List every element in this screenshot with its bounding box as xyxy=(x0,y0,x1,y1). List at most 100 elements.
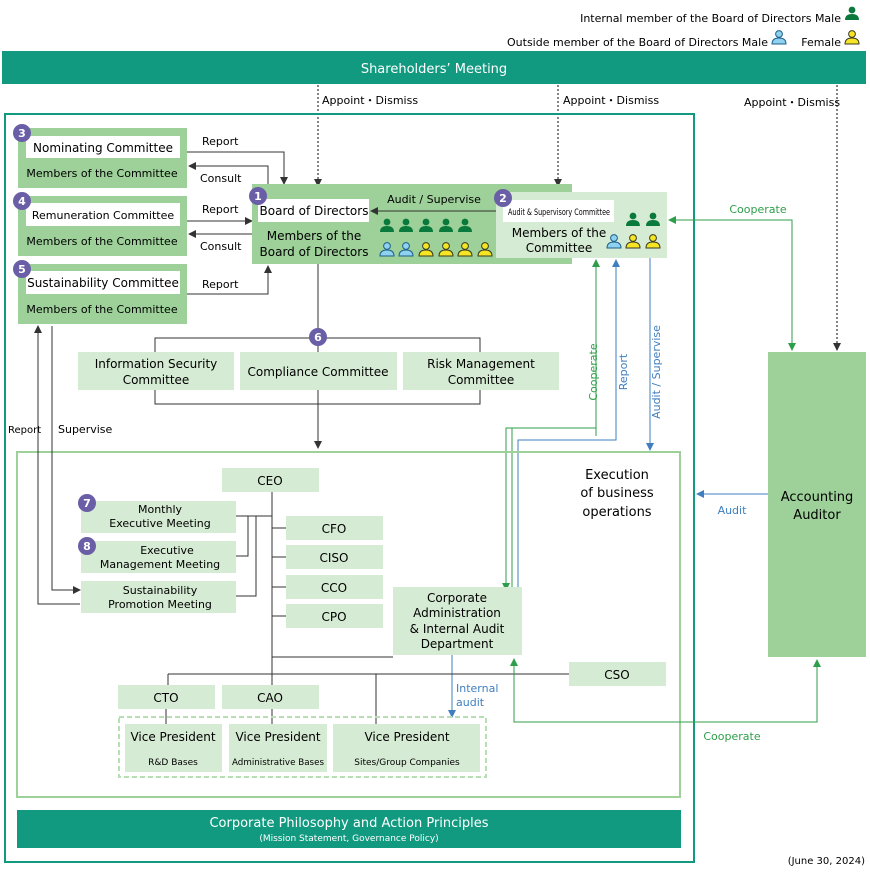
green-person-icon xyxy=(845,6,859,20)
shareholders-meeting-box xyxy=(2,51,866,84)
cto-label: CTO xyxy=(153,691,178,705)
internal-audit-label2: audit xyxy=(456,696,485,709)
left-report-label: Report xyxy=(8,425,41,436)
sus-promo-line1: Sustainability xyxy=(123,584,198,597)
info-security-line1: Information Security xyxy=(95,357,218,371)
ceo-label: CEO xyxy=(257,474,282,488)
sustainability-title-box xyxy=(26,271,180,294)
blue-person-icon xyxy=(771,30,787,45)
badge-7-label: 7 xyxy=(83,497,91,510)
execution-line2: of business xyxy=(580,486,654,501)
board-members-line1: Members of the xyxy=(267,229,362,243)
execution-line1: Execution xyxy=(585,468,649,483)
cooperate-arrow-to-committee xyxy=(668,216,793,350)
nominating-report-label: Report xyxy=(202,135,239,148)
corporate-admin-dept-box xyxy=(393,587,522,655)
philosophy-sub: (Mission Statement, Governance Policy) xyxy=(259,834,438,844)
appoint-label-audit: Appoint・Dismiss xyxy=(563,94,659,107)
badge-1 xyxy=(249,187,267,205)
vp-group-frame xyxy=(118,716,487,778)
vp-rd-sub: R&D Bases xyxy=(148,758,198,768)
compliance-committee-label: Compliance Committee xyxy=(247,365,388,379)
audit-supervise-board-label: Audit / Supervise xyxy=(387,193,481,206)
badge-1-label: 1 xyxy=(254,190,262,203)
execution-frame xyxy=(16,451,681,798)
audit-supervise-label-vertical: Audit / Supervise xyxy=(650,325,663,419)
board-title-box xyxy=(258,199,369,222)
left-supervise-label: Supervise xyxy=(58,423,113,436)
corp-admin-line2: Administration xyxy=(413,606,501,620)
cpo-box xyxy=(286,604,383,628)
board-title: Board of Directors xyxy=(260,204,369,218)
sustainability-promotion-meeting-box xyxy=(81,581,236,613)
vp-admin-title: Vice President xyxy=(235,730,320,744)
executive-management-meeting-box xyxy=(81,541,236,573)
badge-6-label: 6 xyxy=(314,331,322,344)
exec-mgmt-line1: Executive xyxy=(140,544,194,557)
cooperate-label-top: Cooperate xyxy=(729,203,786,216)
corp-admin-line3: & Internal Audit xyxy=(410,622,505,636)
badge-2-label: 2 xyxy=(499,192,507,205)
cooperate-arrow-dept-to-committee xyxy=(511,259,600,592)
nominating-title: Nominating Committee xyxy=(33,141,173,155)
badge-3-label: 3 xyxy=(18,127,26,140)
badge-8 xyxy=(78,537,96,555)
cso-box xyxy=(569,662,666,686)
cfo-box xyxy=(286,516,383,540)
vp-sites-box xyxy=(333,724,480,772)
exec-mgmt-line2: Management Meeting xyxy=(100,558,220,571)
audit-members-line1: Members of the xyxy=(512,226,607,240)
appoint-label-auditor: Appoint・Dismiss xyxy=(744,96,840,109)
supervise-down-arrow xyxy=(51,326,81,594)
info-security-line2: Committee xyxy=(123,373,190,387)
sustainability-report-arrow xyxy=(187,265,272,295)
badge-8-label: 8 xyxy=(83,540,91,553)
monthly-executive-meeting-box xyxy=(81,501,236,533)
shareholders-meeting-label: Shareholders’ Meeting xyxy=(361,62,507,77)
sustainability-report-label: Report xyxy=(202,278,239,291)
vp-rd-title: Vice President xyxy=(130,730,215,744)
cooperate-label-vertical: Cooperate xyxy=(587,343,600,400)
audit-committee-title-box xyxy=(503,200,614,222)
exec-mgmt-connector xyxy=(236,516,249,557)
sus-promo-line2: Promotion Meeting xyxy=(108,598,212,611)
cooperate-arrow-committee-to-dept xyxy=(502,427,596,591)
cooperate-label-bottom: Cooperate xyxy=(703,730,760,743)
corp-admin-line1: Corporate xyxy=(427,591,487,605)
ciso-label: CISO xyxy=(320,551,349,565)
badge-7 xyxy=(78,494,96,512)
remuneration-consult-label: Consult xyxy=(200,240,242,253)
legend-female: Female xyxy=(801,36,841,49)
sustainability-title: Sustainability Committee xyxy=(27,276,179,290)
company-frame xyxy=(4,113,695,863)
ciso-box xyxy=(286,545,383,569)
philosophy-box xyxy=(17,810,681,848)
auditor-line1: Accounting xyxy=(781,490,854,505)
report-label-vertical: Report xyxy=(617,353,630,390)
philosophy-title: Corporate Philosophy and Action Principl… xyxy=(209,816,488,831)
audit-committee-title: Audit & Supervisory Committee xyxy=(508,208,610,218)
appoint-label-board: Appoint・Dismiss xyxy=(322,94,418,107)
legend-internal-male: Internal member of the Board of Director… xyxy=(580,12,841,25)
compliance-committee-box xyxy=(240,352,397,390)
badge-4 xyxy=(13,192,31,210)
cpo-label: CPO xyxy=(321,610,346,624)
badge-3 xyxy=(13,124,31,142)
nominating-title-box xyxy=(26,136,180,158)
date-label: (June 30, 2024) xyxy=(788,856,865,867)
sustainability-report-up-arrow xyxy=(34,325,80,605)
badge-6 xyxy=(309,328,327,346)
remuneration-title: Remuneration Committee xyxy=(32,209,174,222)
cto-box xyxy=(118,685,215,709)
accounting-auditor-box xyxy=(768,352,866,657)
auditor-audit-label: Audit xyxy=(718,504,748,517)
ceo-box xyxy=(222,468,319,492)
sus-promo-connector xyxy=(236,516,257,597)
cao-label: CAO xyxy=(257,691,283,705)
internal-audit-label1: Internal xyxy=(456,682,498,695)
execution-line3: operations xyxy=(582,505,651,520)
nominating-members: Members of the Committee xyxy=(26,167,177,180)
report-arrow-dept-to-committee xyxy=(517,259,620,592)
vp-rd-box xyxy=(125,724,222,772)
